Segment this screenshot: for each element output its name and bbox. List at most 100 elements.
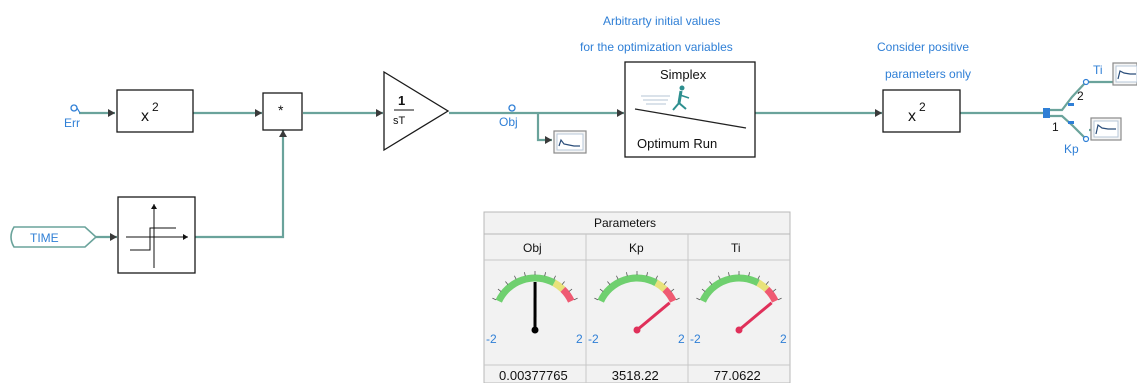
square-label: x: [141, 108, 149, 125]
integrator-denominator: sT: [393, 115, 406, 127]
gauge-tick: [709, 281, 713, 285]
square-exponent: 2: [152, 100, 159, 114]
gauge-pivot: [531, 326, 539, 334]
step-block[interactable]: [117, 196, 196, 274]
integrator-numerator: 1: [398, 93, 405, 108]
ti-scope[interactable]: [1112, 62, 1137, 86]
square2-exponent: 2: [919, 100, 926, 114]
gauge-arc-segment: [756, 279, 770, 292]
initial-values-note-line1: Arbitrarty initial values: [603, 14, 720, 28]
time-label: TIME: [30, 231, 59, 245]
gauge-arc-segment: [597, 274, 658, 303]
gauge-max-label: 2: [678, 332, 685, 346]
gauge-pivot: [735, 326, 743, 334]
gauge-arc-segment: [552, 279, 566, 292]
demux-output-1: 1: [1052, 120, 1059, 134]
gauge-tick: [663, 281, 667, 285]
gauge-tick: [675, 297, 680, 301]
gauge-tick: [765, 281, 769, 285]
gauge-tick: [524, 272, 526, 277]
gauge-arc-segment: [560, 286, 575, 303]
err-label: Err: [64, 116, 80, 130]
optimizer-block[interactable]: Simplex Optimum Run: [624, 61, 756, 158]
obj-scope[interactable]: [553, 130, 587, 154]
wires: [79, 82, 1086, 239]
gauge-tick: [497, 288, 502, 292]
gauge-name: Kp: [629, 241, 644, 255]
gauge-needle: [636, 301, 671, 332]
gauge-obj: Obj -2 2 0.00377765: [486, 241, 583, 383]
parameters-title: Parameters: [594, 216, 656, 230]
gauge-min-label: -2: [588, 332, 599, 346]
positive-note-line2: parameters only: [885, 67, 971, 81]
gauge-max-label: 2: [780, 332, 787, 346]
gauge-min-label: -2: [486, 332, 497, 346]
kp-scope[interactable]: [1090, 117, 1122, 141]
obj-node[interactable]: Obj: [499, 104, 518, 129]
gauge-tick: [561, 281, 565, 285]
hiker-icon: [641, 85, 690, 111]
gauge-max-label: 2: [576, 332, 583, 346]
gauge-name: Ti: [731, 241, 741, 255]
gauge-needle: [738, 301, 773, 332]
square-block-2[interactable]: x 2: [882, 89, 961, 133]
obj-label: Obj: [499, 115, 518, 129]
gauge-value: 77.0622: [714, 368, 761, 383]
gauge-tick: [777, 297, 782, 301]
demux-output-2: 2: [1077, 89, 1084, 103]
gauge-min-label: -2: [690, 332, 701, 346]
gauge-tick: [748, 272, 750, 277]
gauge-ti: Ti -2 2 77.0622: [690, 241, 787, 383]
slope-line: [634, 108, 747, 129]
gauge-value: 0.00377765: [499, 368, 568, 383]
gauge-tick: [599, 288, 604, 292]
gauge-name: Obj: [523, 241, 542, 255]
gauge-tick: [568, 288, 573, 292]
gauge-tick: [616, 275, 619, 280]
positive-note-line1: Consider positive: [877, 40, 969, 54]
gauge-tick: [626, 272, 628, 277]
gauges: Obj -2 2 0.00377765 Kp -2 2 3518.22 Ti -2 2 77.0622: [486, 241, 787, 383]
gauge-tick: [772, 288, 777, 292]
multiply-block[interactable]: *: [262, 92, 303, 131]
gauge-value: 3518.22: [612, 368, 659, 383]
gauge-kp: Kp -2 2 3518.22: [588, 241, 685, 383]
square2-label: x: [908, 108, 916, 125]
gauge-tick: [701, 288, 706, 292]
optimizer-subtitle: Optimum Run: [637, 136, 717, 151]
kp-output[interactable]: Kp: [1064, 128, 1091, 156]
gauge-tick: [607, 281, 611, 285]
gauge-tick: [492, 297, 497, 301]
gauge-tick: [670, 288, 675, 292]
gauge-tick: [553, 275, 556, 280]
parameters-panel: Parameters: [483, 211, 791, 383]
arrowheads: [108, 109, 882, 241]
gauge-tick: [646, 272, 648, 277]
time-source[interactable]: TIME: [10, 226, 98, 248]
gauge-tick: [718, 275, 721, 280]
gauge-arc-segment: [662, 286, 677, 303]
gauge-tick: [728, 272, 730, 277]
kp-label: Kp: [1064, 142, 1079, 156]
gauge-tick: [573, 297, 578, 301]
ti-output[interactable]: Ti: [1082, 63, 1114, 86]
initial-values-note-line2: for the optimization variables: [580, 40, 733, 54]
demux[interactable]: 2 1: [1043, 89, 1084, 134]
gauge-pivot: [633, 326, 641, 334]
square-block[interactable]: x 2: [116, 89, 194, 133]
gauge-tick: [696, 297, 701, 301]
gauge-arc-segment: [699, 274, 760, 303]
gauge-tick: [505, 281, 509, 285]
gauge-tick: [757, 275, 760, 280]
integrator-block[interactable]: 1 sT: [383, 70, 450, 152]
gauge-arc-segment: [764, 286, 779, 303]
ti-label: Ti: [1093, 63, 1103, 77]
err-port[interactable]: Err: [64, 104, 81, 130]
optimizer-title: Simplex: [660, 67, 707, 82]
gauge-arc-segment: [495, 274, 556, 303]
gauge-tick: [594, 297, 599, 301]
multiply-label: *: [278, 102, 284, 118]
gauge-tick: [544, 272, 546, 277]
gauge-tick: [514, 275, 517, 280]
